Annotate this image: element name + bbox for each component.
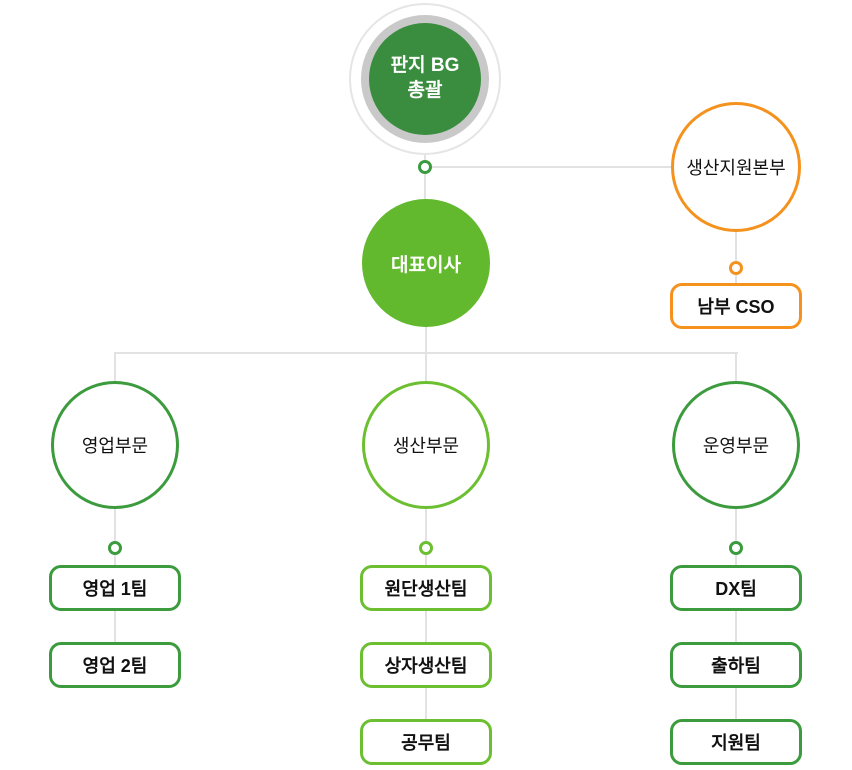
connector-line: [425, 508, 427, 566]
production-division-label: 생산부문: [392, 436, 460, 456]
node-team-sales-2[interactable]: 영업 2팀: [49, 642, 181, 688]
connector-line: [425, 610, 427, 643]
connector-line: [430, 166, 672, 168]
team-label: 지원팀: [711, 733, 761, 753]
connector-line: [735, 687, 737, 720]
connector-line: [424, 152, 426, 161]
team-label: 공무팀: [401, 733, 451, 753]
team-label: DX팀: [715, 579, 757, 599]
connector-line: [114, 610, 116, 643]
connector-line: [114, 508, 116, 566]
node-team-dx[interactable]: DX팀: [670, 565, 802, 611]
connector-line: [735, 231, 737, 284]
root-circle: 판지 BG 총괄: [369, 23, 481, 135]
team-label: 상자생산팀: [384, 656, 468, 676]
node-sales-division[interactable]: 영업부문: [51, 381, 179, 509]
connector-dot: [418, 160, 432, 174]
sales-division-label: 영업부문: [81, 436, 149, 456]
node-team-support[interactable]: 지원팀: [670, 719, 802, 765]
connector-line: [735, 352, 737, 382]
team-label: 출하팀: [711, 656, 761, 676]
connector-line: [114, 352, 116, 382]
connector-line: [735, 610, 737, 643]
connector-line: [424, 173, 426, 200]
connector-line: [735, 508, 737, 566]
root-label-line1: 판지 BG: [390, 55, 460, 77]
node-team-shipping[interactable]: 출하팀: [670, 642, 802, 688]
connector-line: [425, 352, 427, 382]
connector-dot: [108, 541, 122, 555]
team-label: 영업 1팀: [82, 579, 148, 599]
connector-dot: [729, 541, 743, 555]
node-production-division[interactable]: 생산부문: [362, 381, 490, 509]
node-ceo[interactable]: 대표이사: [362, 199, 490, 327]
node-south-cso[interactable]: 남부 CSO: [670, 283, 802, 329]
node-production-support-hq[interactable]: 생산지원본부: [671, 102, 801, 232]
node-team-raw-material[interactable]: 원단생산팀: [360, 565, 492, 611]
connector-line: [425, 326, 427, 353]
connector-dot: [419, 541, 433, 555]
production-support-hq-label: 생산지원본부: [686, 158, 786, 178]
node-root[interactable]: 판지 BG 총괄: [349, 3, 501, 155]
south-cso-label: 남부 CSO: [697, 297, 775, 317]
node-operations-division[interactable]: 운영부문: [672, 381, 800, 509]
node-team-box-production[interactable]: 상자생산팀: [360, 642, 492, 688]
root-ring: 판지 BG 총괄: [361, 15, 489, 143]
team-label: 원단생산팀: [384, 579, 468, 599]
operations-division-label: 운영부문: [702, 436, 770, 456]
connector-dot: [729, 261, 743, 275]
root-label-line2: 총괄: [407, 80, 443, 101]
team-label: 영업 2팀: [82, 656, 148, 676]
node-team-engineering[interactable]: 공무팀: [360, 719, 492, 765]
node-team-sales-1[interactable]: 영업 1팀: [49, 565, 181, 611]
connector-line: [425, 687, 427, 720]
ceo-label: 대표이사: [391, 254, 461, 276]
